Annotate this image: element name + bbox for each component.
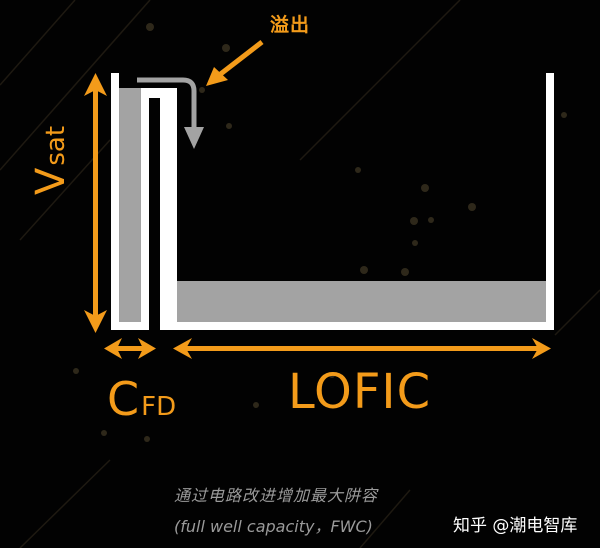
- divider-gap: [149, 98, 160, 330]
- vsat-main: V: [28, 167, 74, 195]
- cfd-charge-fill: [119, 88, 141, 322]
- overflow-pointer-arrow: [206, 40, 264, 86]
- divider-left: [141, 88, 149, 330]
- lofic-label: LOFIC: [288, 364, 432, 420]
- floor-cfd: [111, 322, 149, 330]
- divider-right: [160, 88, 177, 322]
- cfd-label: CFD: [107, 372, 176, 426]
- right-wall: [546, 73, 554, 330]
- lofic-width-arrow: [173, 338, 551, 359]
- divider-top: [141, 88, 177, 98]
- cfd-width-arrow: [104, 338, 156, 359]
- lofic-charge-fill: [177, 281, 546, 322]
- cfd-sub: FD: [141, 392, 177, 422]
- caption-line-2: (full well capacity，FWC): [174, 517, 373, 536]
- left-wall: [111, 73, 119, 330]
- cfd-main: C: [107, 372, 140, 426]
- floor-lofic: [160, 322, 554, 330]
- background-dots: [73, 23, 567, 442]
- vsat-sub: sat: [41, 125, 71, 166]
- overflow-arrow: [137, 77, 204, 149]
- caption-line-1: 通过电路改进增加最大阱容: [174, 486, 379, 505]
- well-walls: [111, 73, 554, 330]
- overflow-label: 溢出: [270, 14, 311, 36]
- vsat-label: Vsat: [28, 85, 74, 195]
- watermark: 知乎 @潮电智库: [453, 516, 578, 536]
- vsat-dimension-arrow: [84, 73, 107, 333]
